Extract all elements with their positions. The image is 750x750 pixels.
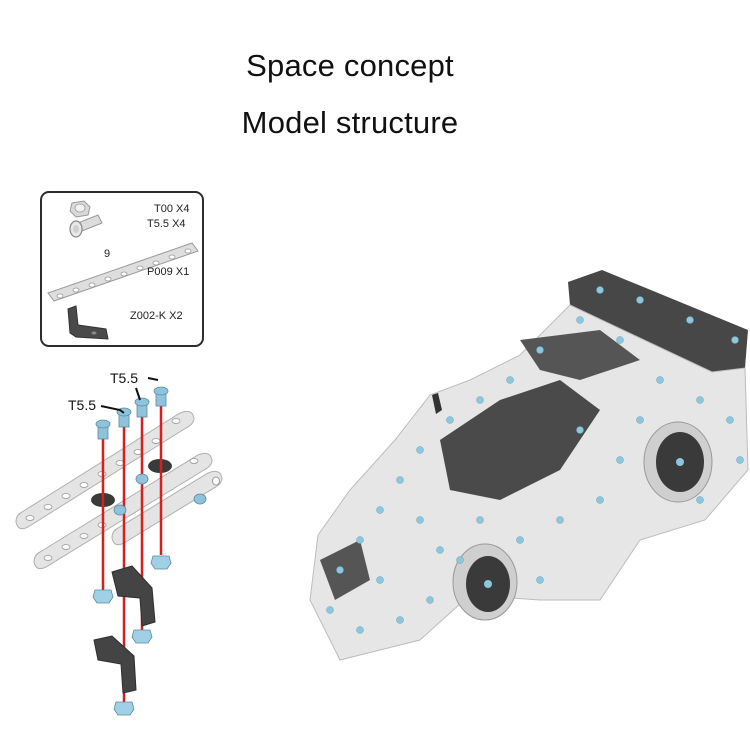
nut-icon [69, 200, 91, 218]
nut-icon [92, 555, 172, 716]
parts-illustration [47, 200, 199, 340]
screw-icon [95, 386, 207, 516]
callout-t5-5-left: T5.5 [68, 397, 97, 413]
screw-icon [69, 214, 103, 238]
callout-t5-5-right: T5.5 [110, 370, 139, 386]
angle-bracket-icon [93, 565, 156, 694]
page-title-line2: Model structure [241, 105, 459, 140]
rear-wheel [643, 421, 713, 503]
cockpit [440, 380, 600, 500]
angle-bracket-icon [67, 305, 109, 340]
flat-strip-icon [47, 242, 199, 302]
parts-list-box: 9 T00 X4 T5.5 X4 P009 X1 Z002-K X2 [40, 191, 204, 347]
page-title-line1: Space concept [246, 48, 454, 83]
part-label-t00: T00 X4 [154, 203, 190, 215]
exploded-assembly-diagram [15, 377, 223, 716]
rear-spoiler [568, 270, 748, 372]
bolt-pattern [326, 286, 744, 634]
part-label-t5-5: T5.5 X4 [147, 218, 186, 230]
part-label-z002k: Z002-K X2 [130, 310, 183, 322]
flat-strip [111, 470, 223, 546]
front-wheel [452, 543, 518, 621]
part-label-p009: P009 X1 [147, 266, 190, 278]
strip-hole-count: 9 [104, 248, 111, 260]
